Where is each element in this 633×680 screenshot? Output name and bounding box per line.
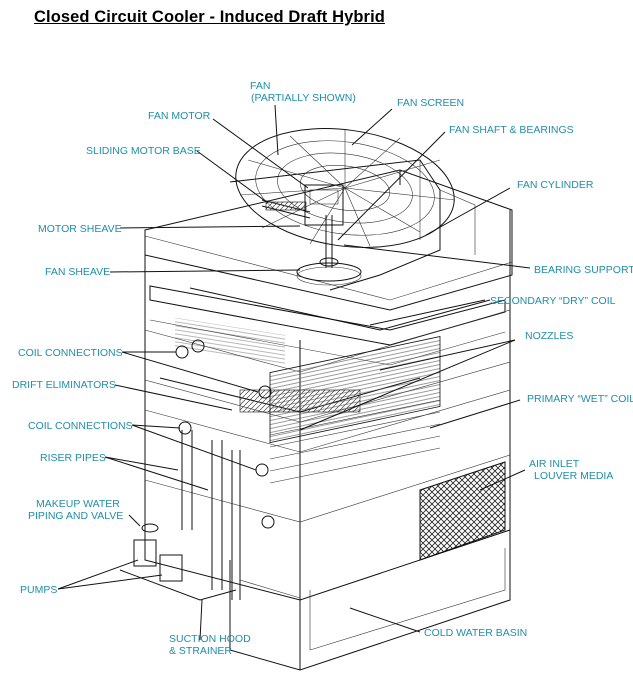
label-coil-connections-upper: COIL CONNECTIONS [18, 347, 123, 359]
top-deck [144, 169, 513, 311]
label-motor-sheave: MOTOR SHEAVE [38, 223, 122, 235]
fan-shaft [296, 215, 362, 286]
label-fan-shaft-bearings: FAN SHAFT & BEARINGS [449, 124, 574, 136]
leader-lines [57, 104, 531, 641]
fan-motor [261, 184, 344, 226]
fan-screen [235, 128, 456, 248]
label-makeup-water: MAKEUP WATER [36, 498, 120, 510]
label-fan-cylinder: FAN CYLINDER [517, 179, 594, 191]
label-sliding-motor-base: SLIDING MOTOR BASE [86, 145, 201, 157]
label-fan-sheave: FAN SHEAVE [45, 266, 111, 278]
label-coil-connections-lower: COIL CONNECTIONS [28, 420, 133, 432]
label-drift-eliminators: DRIFT ELIMINATORS [12, 379, 116, 391]
label-and-strainer: & STRAINER [169, 645, 233, 657]
label-louver-media: LOUVER MEDIA [534, 470, 614, 482]
label-fan-screen: FAN SCREEN [397, 97, 465, 109]
secondary-coil [149, 285, 506, 366]
label-suction-hood: SUCTION HOOD [169, 633, 251, 645]
label-secondary-dry-coil: SECONDARY “DRY” COIL [490, 295, 616, 307]
louver-media [419, 461, 506, 561]
label-riser-pipes: RISER PIPES [40, 452, 106, 464]
label-fan-motor: FAN MOTOR [148, 110, 211, 122]
label-piping-and-valve: PIPING AND VALVE [28, 510, 124, 522]
cold-water-basin [229, 530, 511, 671]
label-primary-wet-coil: PRIMARY “WET” COIL [527, 393, 633, 405]
riser-pipes [181, 430, 241, 600]
label-bearing-support: BEARING SUPPORT [534, 264, 633, 276]
label-nozzles: NOZZLES [525, 330, 574, 342]
primary-coil [269, 335, 441, 484]
diagram-title: Closed Circuit Cooler - Induced Draft Hy… [34, 8, 385, 26]
label-air-inlet: AIR INLET [529, 458, 580, 470]
label-pumps: PUMPS [20, 584, 58, 596]
fan-cylinder [229, 159, 476, 291]
label-fan-partially-shown: (PARTIALLY SHOWN) [251, 92, 356, 104]
pumps [119, 523, 237, 601]
label-fan: FAN [250, 80, 271, 92]
coil-connections [175, 339, 275, 529]
label-cold-water-basin: COLD WATER BASIN [424, 627, 528, 639]
